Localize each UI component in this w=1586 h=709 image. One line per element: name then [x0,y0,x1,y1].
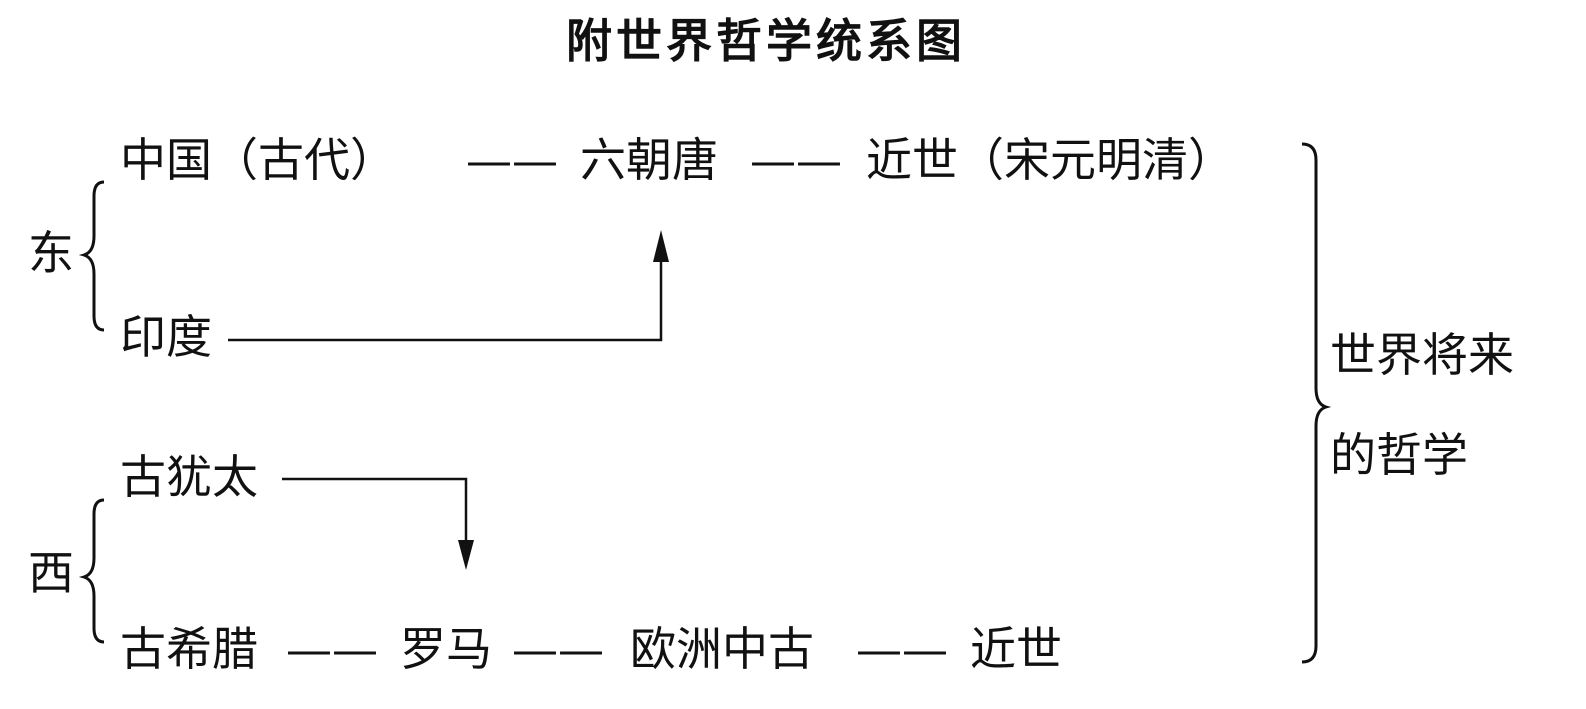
future-line-2: 的哲学 [1330,428,1468,482]
china-dash-2: —— [750,133,842,187]
judaism-to-rome-arrow [282,477,468,548]
ancient-judaism: 古犹太 [120,450,258,504]
ancient-greece: 古希腊 [120,622,258,676]
china-ancient: 中国（古代） [120,133,396,187]
india: 印度 [120,310,212,364]
west-dash-1: —— [286,622,378,676]
judaism-arrowhead [458,540,474,570]
west-label: 西 [28,546,74,600]
future-line-1: 世界将来 [1330,328,1514,382]
china-dash-1: —— [466,133,558,187]
future-brace [1301,142,1332,664]
west-modern: 近世 [970,622,1062,676]
india-to-tang-arrow [228,252,663,342]
east-label: 东 [28,226,74,280]
west-dash-3: —— [856,622,948,676]
west-dash-2: —— [512,622,604,676]
east-brace [78,180,105,332]
european-medieval: 欧洲中古 [630,622,814,676]
west-brace [78,498,105,644]
rome: 罗马 [400,622,492,676]
china-six-dynasties-tang: 六朝唐 [580,133,718,187]
china-modern: 近世（宋元明清） [866,133,1234,187]
diagram-title: 附世界哲学统系图 [566,14,966,68]
india-arrowhead [653,230,669,262]
